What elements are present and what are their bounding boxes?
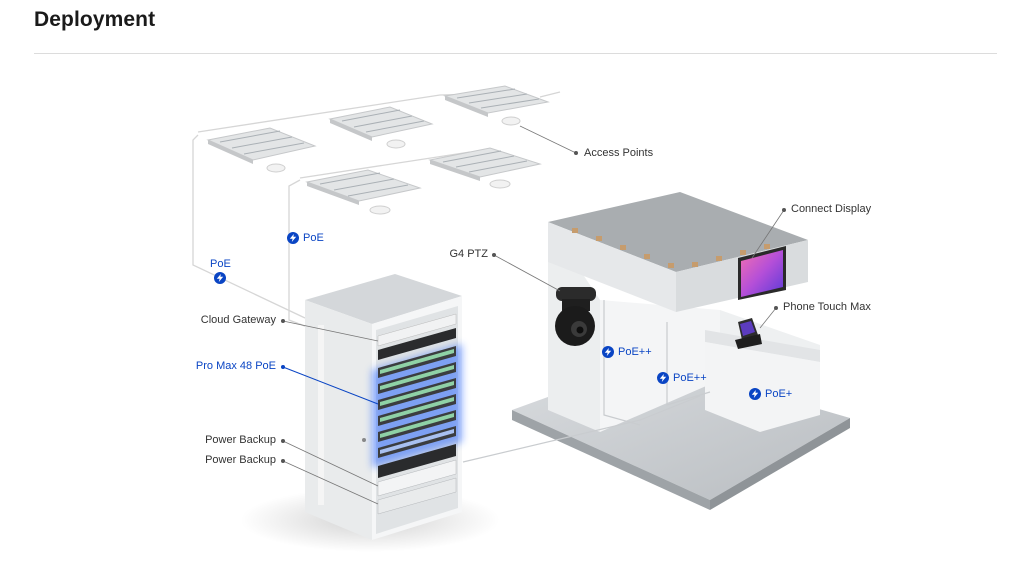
poe-badge-label: PoE+ — [765, 388, 793, 400]
lightning-bolt-icon — [602, 346, 614, 358]
poe-badge-label: PoE++ — [673, 372, 707, 384]
room-structure — [512, 192, 850, 510]
ceiling-panel-2 — [328, 106, 434, 149]
divider — [34, 53, 997, 54]
phone-touch-max — [735, 318, 762, 349]
cable-lines — [192, 91, 561, 329]
ceiling-panel-4 — [305, 169, 422, 215]
leader-dot — [281, 439, 285, 443]
poe-plus-plus-badge: PoE++ — [602, 346, 652, 358]
ceiling-panel-1 — [206, 127, 317, 173]
leader-dot — [281, 319, 285, 323]
ceiling-panel-5 — [428, 147, 542, 189]
lightning-bolt-icon — [214, 272, 227, 284]
label-cloud-gateway: Cloud Gateway — [200, 314, 276, 326]
leader-dot — [281, 365, 285, 369]
lightning-bolt-icon — [749, 388, 761, 400]
poe-plus-plus-badge: PoE++ — [657, 372, 707, 384]
label-access-points: Access Points — [584, 147, 654, 159]
label-g4-ptz: G4 PTZ — [449, 248, 488, 260]
label-power-backup: Power Backup — [205, 454, 276, 466]
label-power-backup: Power Backup — [205, 434, 276, 446]
poe-badge-label: PoE — [210, 258, 231, 270]
leader-lines — [282, 125, 785, 505]
poe-plus-badge: PoE+ — [749, 388, 792, 400]
poe-badge-label: PoE — [303, 232, 324, 244]
lightning-bolt-icon — [657, 372, 669, 384]
lightning-bolt-icon — [287, 232, 299, 244]
poe-badge-mid: PoE — [287, 232, 324, 244]
label-pro-max-48-poe: Pro Max 48 PoE — [195, 360, 276, 372]
leader-dot — [574, 151, 578, 155]
label-connect-display: Connect Display — [791, 203, 872, 215]
leader-dot — [782, 208, 786, 212]
poe-badge-label: PoE++ — [618, 346, 652, 358]
connect-display — [738, 246, 786, 300]
leader-dot — [774, 306, 778, 310]
g4-ptz-camera — [555, 287, 596, 346]
ceiling-panel-3 — [443, 85, 550, 126]
server-rack — [305, 274, 462, 540]
leader-dot — [281, 459, 285, 463]
poe-badge-left: PoE — [210, 258, 231, 284]
rack-units — [372, 313, 462, 515]
label-phone-touch-max: Phone Touch Max — [783, 301, 871, 313]
page-title: Deployment — [34, 8, 156, 31]
leader-dot — [492, 253, 496, 257]
